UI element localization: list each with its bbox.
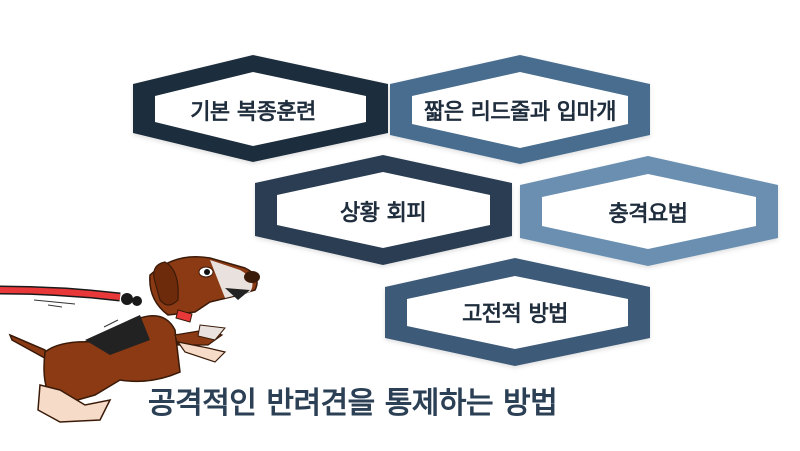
hexagon-basic-obedience [133,55,388,162]
method-label-situation-avoidance: 상황 회피 [339,201,427,226]
dog-on-leash-illustration [0,256,260,423]
hexagon-shock-therapy [520,156,778,266]
hexagon-situation-avoidance [255,155,512,265]
method-label-classical-method: 고전적 방법 [462,302,568,327]
method-label-short-leash-muzzle: 짧은 리드줄과 입마개 [424,100,616,125]
method-label-basic-obedience: 기본 복종훈련 [190,100,316,125]
diagram-title: 공격적인 반려견을 통제하는 방법 [148,386,558,421]
hexagon-short-leash-muzzle [390,55,650,164]
method-label-shock-therapy: 충격요법 [608,202,688,227]
hexagon-classical-method [385,258,650,366]
